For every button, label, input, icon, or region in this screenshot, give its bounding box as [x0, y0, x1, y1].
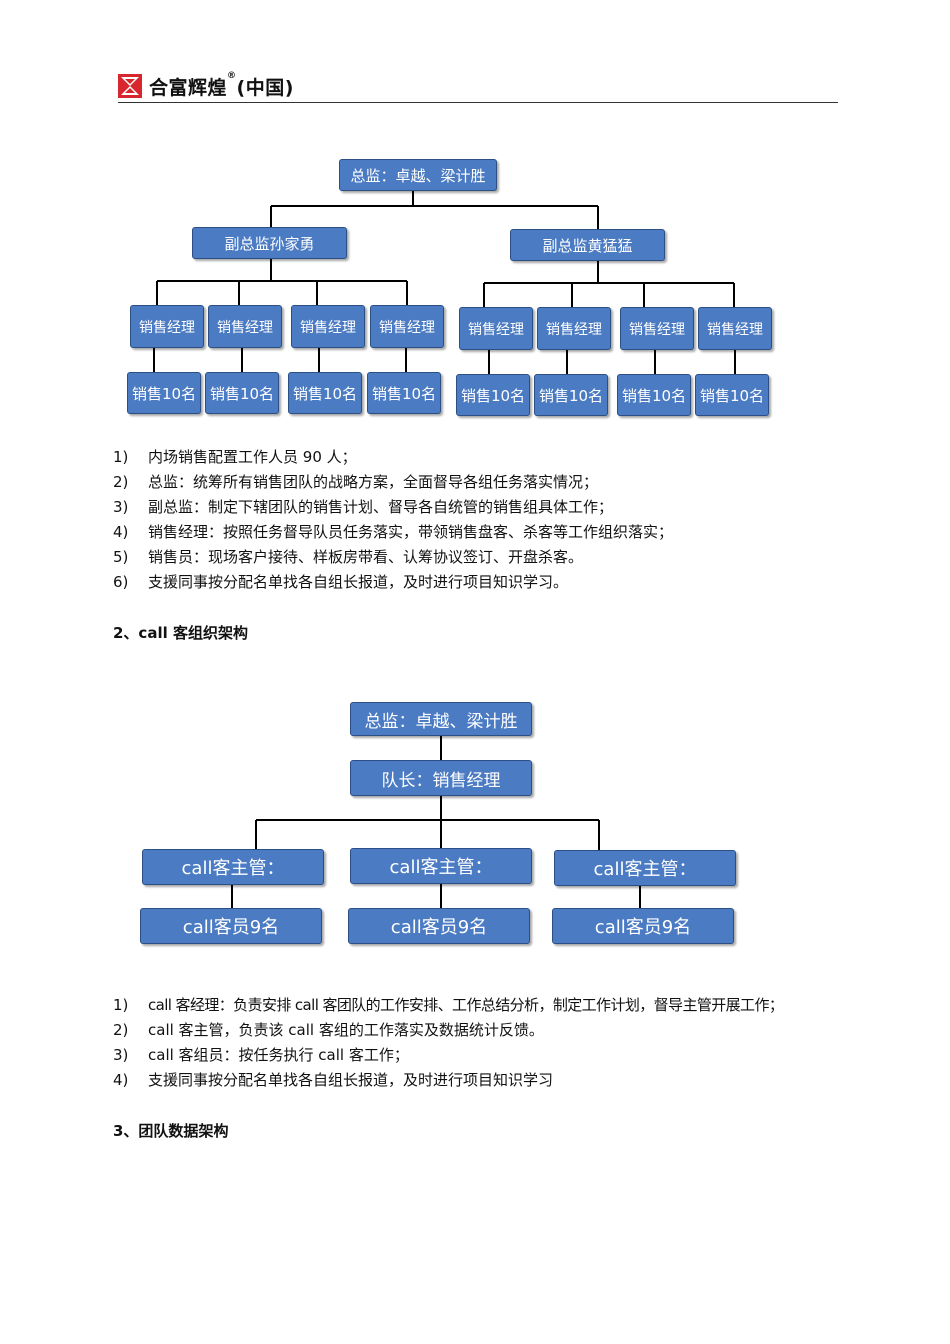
sales-org-connectors [153, 190, 736, 375]
call-staff-box: call客员9名 [552, 908, 734, 944]
salesperson-box: 销售10名 [127, 372, 201, 414]
section-heading: 3、团队数据架构 [113, 1122, 229, 1140]
company-name: 合富辉煌®(中国) [149, 71, 294, 99]
company-logo-icon [118, 74, 142, 98]
sales-manager-box: 销售经理 [370, 305, 444, 348]
sales-manager-box: 销售经理 [291, 305, 365, 348]
deputy-director-box: 副总监孙家勇 [192, 227, 347, 259]
salesperson-box: 销售10名 [695, 374, 769, 416]
sales-manager-box: 销售经理 [208, 305, 282, 348]
salesperson-box: 销售10名 [534, 374, 608, 416]
call-director-box: 总监：卓越、梁计胜 [350, 702, 532, 736]
sales-manager-box: 销售经理 [620, 307, 694, 350]
call-supervisor-box: call客主管： [554, 850, 736, 886]
sales-manager-box: 销售经理 [537, 307, 611, 350]
salesperson-box: 销售10名 [617, 374, 691, 416]
call-supervisor-box: call客主管： [142, 849, 324, 885]
sales-manager-box: 销售经理 [130, 305, 204, 348]
deputy-director-box: 副总监黄猛猛 [510, 229, 665, 261]
call-supervisor-box: call客主管： [350, 848, 532, 884]
call-staff-box: call客员9名 [140, 908, 322, 944]
call-staff-box: call客员9名 [348, 908, 530, 944]
page-header: 合富辉煌®(中国) [118, 70, 838, 104]
call-org-connectors [231, 736, 641, 909]
sales-manager-box: 销售经理 [698, 307, 772, 350]
sales-manager-box: 销售经理 [459, 307, 533, 350]
salesperson-box: 销售10名 [456, 374, 530, 416]
call-leader-box: 队长：销售经理 [350, 760, 532, 796]
salesperson-box: 销售10名 [367, 372, 441, 414]
salesperson-box: 销售10名 [288, 372, 362, 414]
header-divider [118, 102, 838, 103]
salesperson-box: 销售10名 [205, 372, 279, 414]
director-box: 总监：卓越、梁计胜 [339, 159, 497, 191]
section-heading: 2、call 客组织架构 [113, 624, 248, 642]
